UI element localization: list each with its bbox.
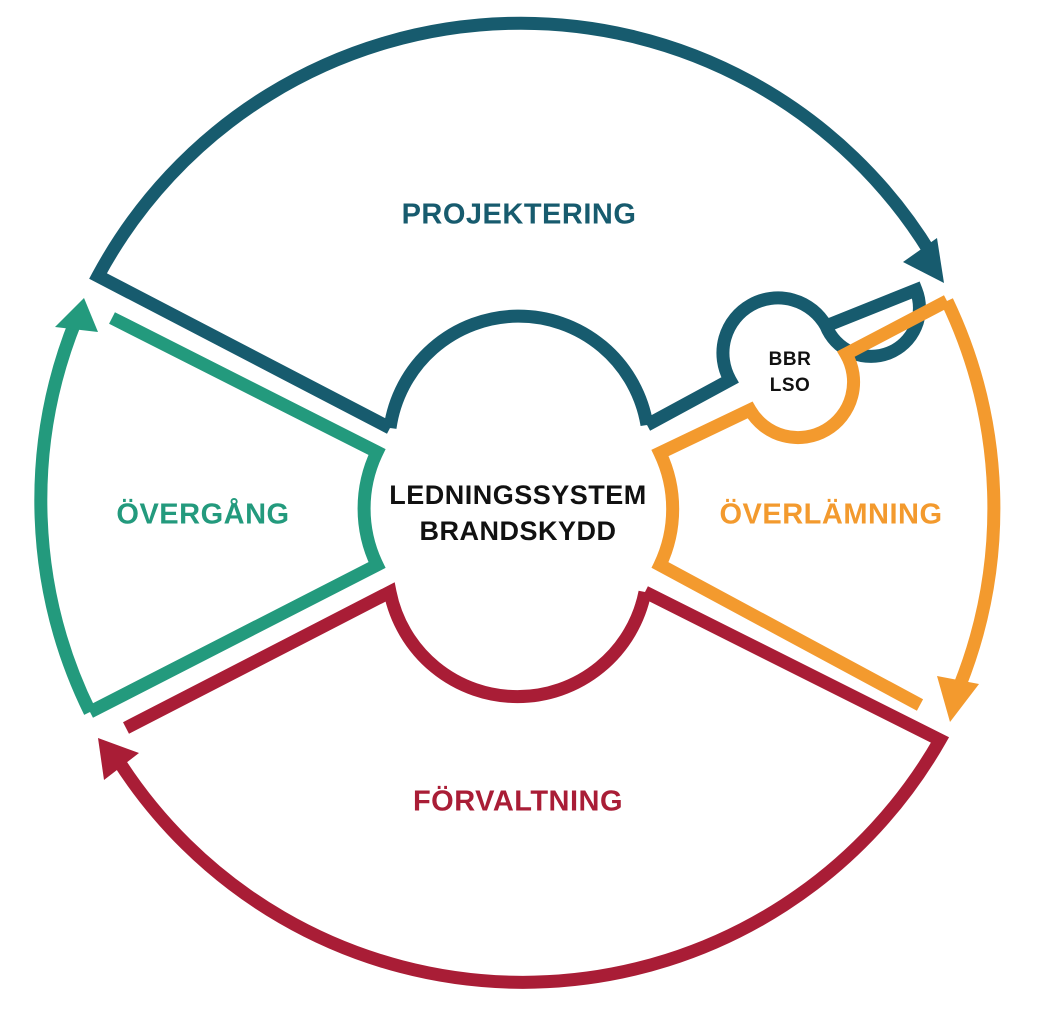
regulations-badge: BBR LSO [769,347,812,399]
phase-label-overlamning: ÖVERLÄMNING [719,498,943,531]
phase-label-forvaltning: FÖRVALTNING [412,785,624,818]
center-title-line1: LEDNINGSSYSTEM [389,480,647,510]
center-title-line2: BRANDSKYDD [419,516,617,546]
forvaltning-arrowhead [98,738,139,780]
projektering-arrowhead [903,238,944,283]
segment-overgang [34,298,386,718]
phase-label-overgang: ÖVERGÅNG [116,498,290,531]
projektering-outline [89,16,937,434]
phase-label-projektering: PROJEKTERING [401,198,637,231]
overgang-arrowhead [55,298,98,332]
segment-overlamning [651,295,1001,722]
regulation-bbr: BBR [768,349,812,370]
overlamning-outline [651,295,1001,711]
regulation-lso: LSO [769,375,811,396]
center-title: LEDNINGSSYSTEM BRANDSKYDD [389,477,647,549]
overlamning-arrowhead [937,676,979,722]
overgang-outline [34,312,386,718]
segment-forvaltning [98,582,950,989]
segment-projektering [89,16,944,434]
forvaltning-outline [112,582,950,989]
